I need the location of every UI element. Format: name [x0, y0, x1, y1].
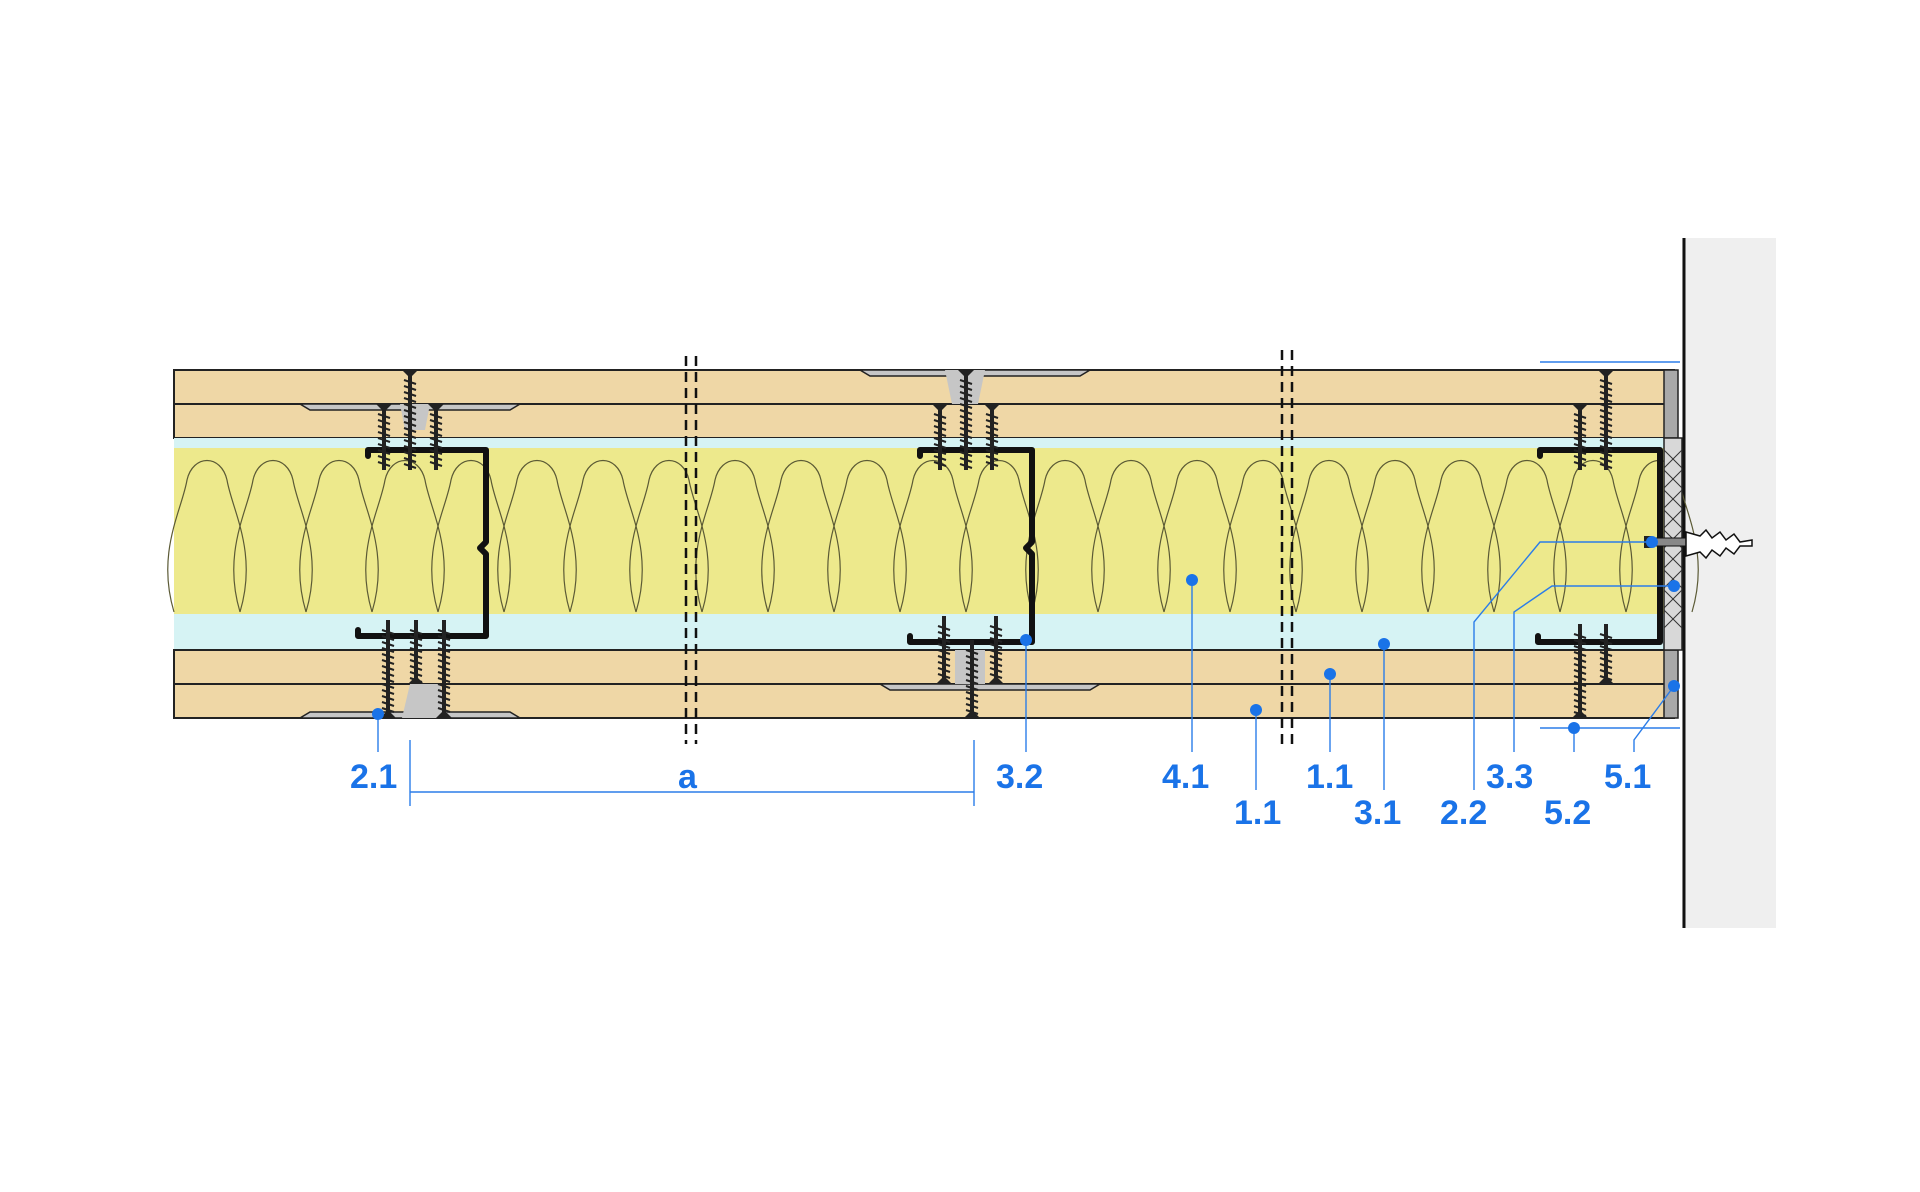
label-2-2: 2.2	[1440, 794, 1487, 832]
label-3-1: 3.1	[1354, 794, 1401, 832]
wool-fibre	[1487, 459, 1567, 613]
wool-fibre	[431, 459, 511, 613]
wool-fibre	[497, 459, 577, 613]
wool-fibre	[299, 459, 379, 613]
screw	[1598, 370, 1614, 470]
wool-fibre	[233, 459, 313, 613]
screw	[1598, 624, 1614, 684]
screw	[936, 616, 952, 684]
screw	[1572, 624, 1588, 718]
label-3-3: 3.3	[1486, 758, 1533, 796]
screw	[380, 620, 396, 718]
screw	[984, 404, 1000, 470]
screw	[932, 404, 948, 470]
wool-fibre	[1157, 459, 1237, 613]
screw	[402, 370, 418, 470]
mineral-wool-layer	[167, 448, 1699, 614]
label-1-1-b: 1.1	[1306, 758, 1353, 796]
label-3-2: 3.2	[996, 758, 1043, 796]
screw	[428, 404, 444, 470]
wool-fibre	[1421, 459, 1501, 613]
screw	[436, 620, 452, 718]
screw-icon	[376, 370, 1614, 718]
label-2-1: 2.1	[350, 758, 397, 796]
screw	[958, 370, 974, 470]
screw	[1572, 404, 1588, 470]
wool-fibre	[827, 459, 907, 613]
bottom-board-layers	[173, 649, 1675, 719]
break-lines	[684, 350, 1294, 744]
wool-fibre	[167, 459, 247, 613]
wool-fibre	[365, 459, 445, 613]
wool-fibre	[629, 459, 709, 613]
label-5-1: 5.1	[1604, 758, 1651, 796]
screw	[964, 640, 980, 718]
top-board-layers	[173, 369, 1675, 439]
screw	[988, 616, 1004, 684]
wool-fibre	[761, 459, 841, 613]
leaders	[372, 536, 1680, 790]
wool-fibre	[1289, 459, 1369, 613]
wool-fibre	[893, 459, 973, 613]
label-4-1: 4.1	[1162, 758, 1209, 796]
screw	[408, 620, 424, 684]
wool-fibre	[1223, 459, 1303, 613]
screw	[376, 404, 392, 470]
label-a: a	[678, 758, 698, 796]
wool-fibre	[695, 459, 775, 613]
dimension-a	[409, 740, 975, 806]
wool-fibre	[1355, 459, 1435, 613]
masonry-wall	[1682, 238, 1776, 928]
wool-fibre	[563, 459, 643, 613]
wool-fibre	[1553, 459, 1633, 613]
label-1-1-a: 1.1	[1234, 794, 1281, 832]
wool-fibre	[1091, 459, 1171, 613]
top-air-gap	[174, 438, 1674, 448]
label-5-2: 5.2	[1544, 794, 1591, 832]
